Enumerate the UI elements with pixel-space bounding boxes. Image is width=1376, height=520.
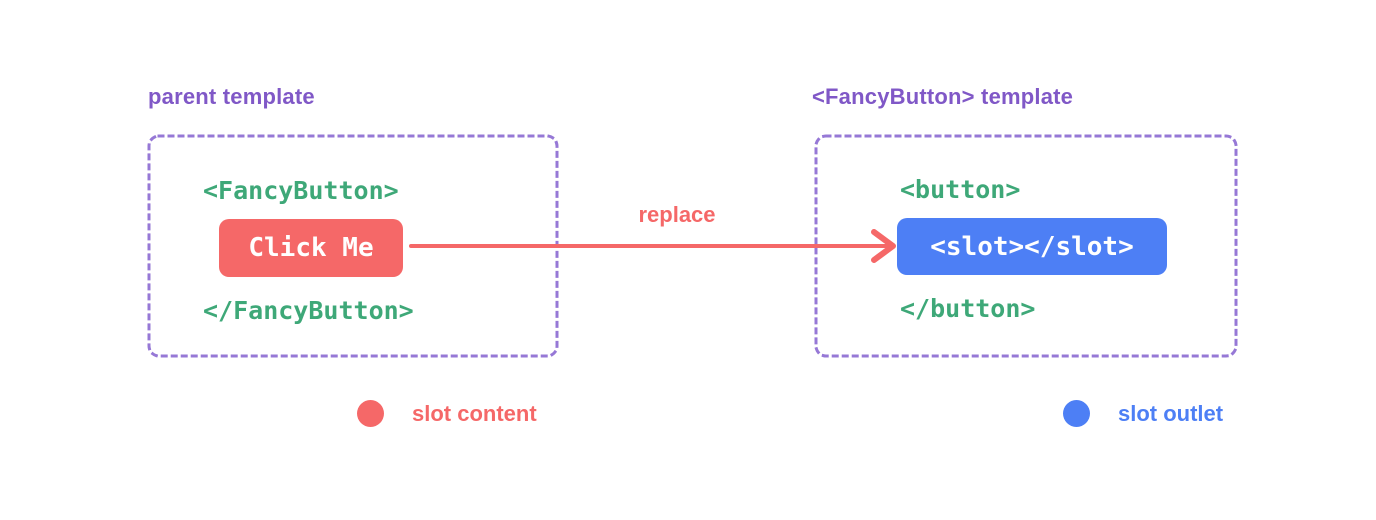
template-code-open-tag: <button>: [900, 175, 1021, 204]
slot-content-dot-icon: [357, 400, 384, 427]
legend-slot-content: slot content: [357, 400, 537, 427]
legend-slot-outlet: slot outlet: [1063, 400, 1223, 427]
fancybutton-template-title: <FancyButton> template: [812, 84, 1074, 109]
fancybutton-template-box-border: [814, 134, 1238, 358]
click-me-button: Click Me: [219, 219, 403, 277]
parent-code-close-tag: </FancyButton>: [203, 296, 414, 325]
slot-outlet-button-label: <slot></slot>: [930, 231, 1134, 262]
template-code-close-tag: </button>: [900, 294, 1036, 323]
slot-outlet-label: slot outlet: [1118, 400, 1224, 426]
replace-arrow-label: replace: [638, 202, 716, 227]
slot-outlet-dot-icon: [1063, 400, 1090, 427]
replace-arrow-head: [871, 229, 896, 263]
parent-code-open-tag: <FancyButton>: [203, 176, 399, 205]
slot-content-label: slot content: [412, 400, 537, 426]
parent-template-title: parent template: [148, 84, 315, 109]
slot-outlet-button: <slot></slot>: [897, 218, 1167, 275]
click-me-button-label: Click Me: [248, 233, 374, 263]
